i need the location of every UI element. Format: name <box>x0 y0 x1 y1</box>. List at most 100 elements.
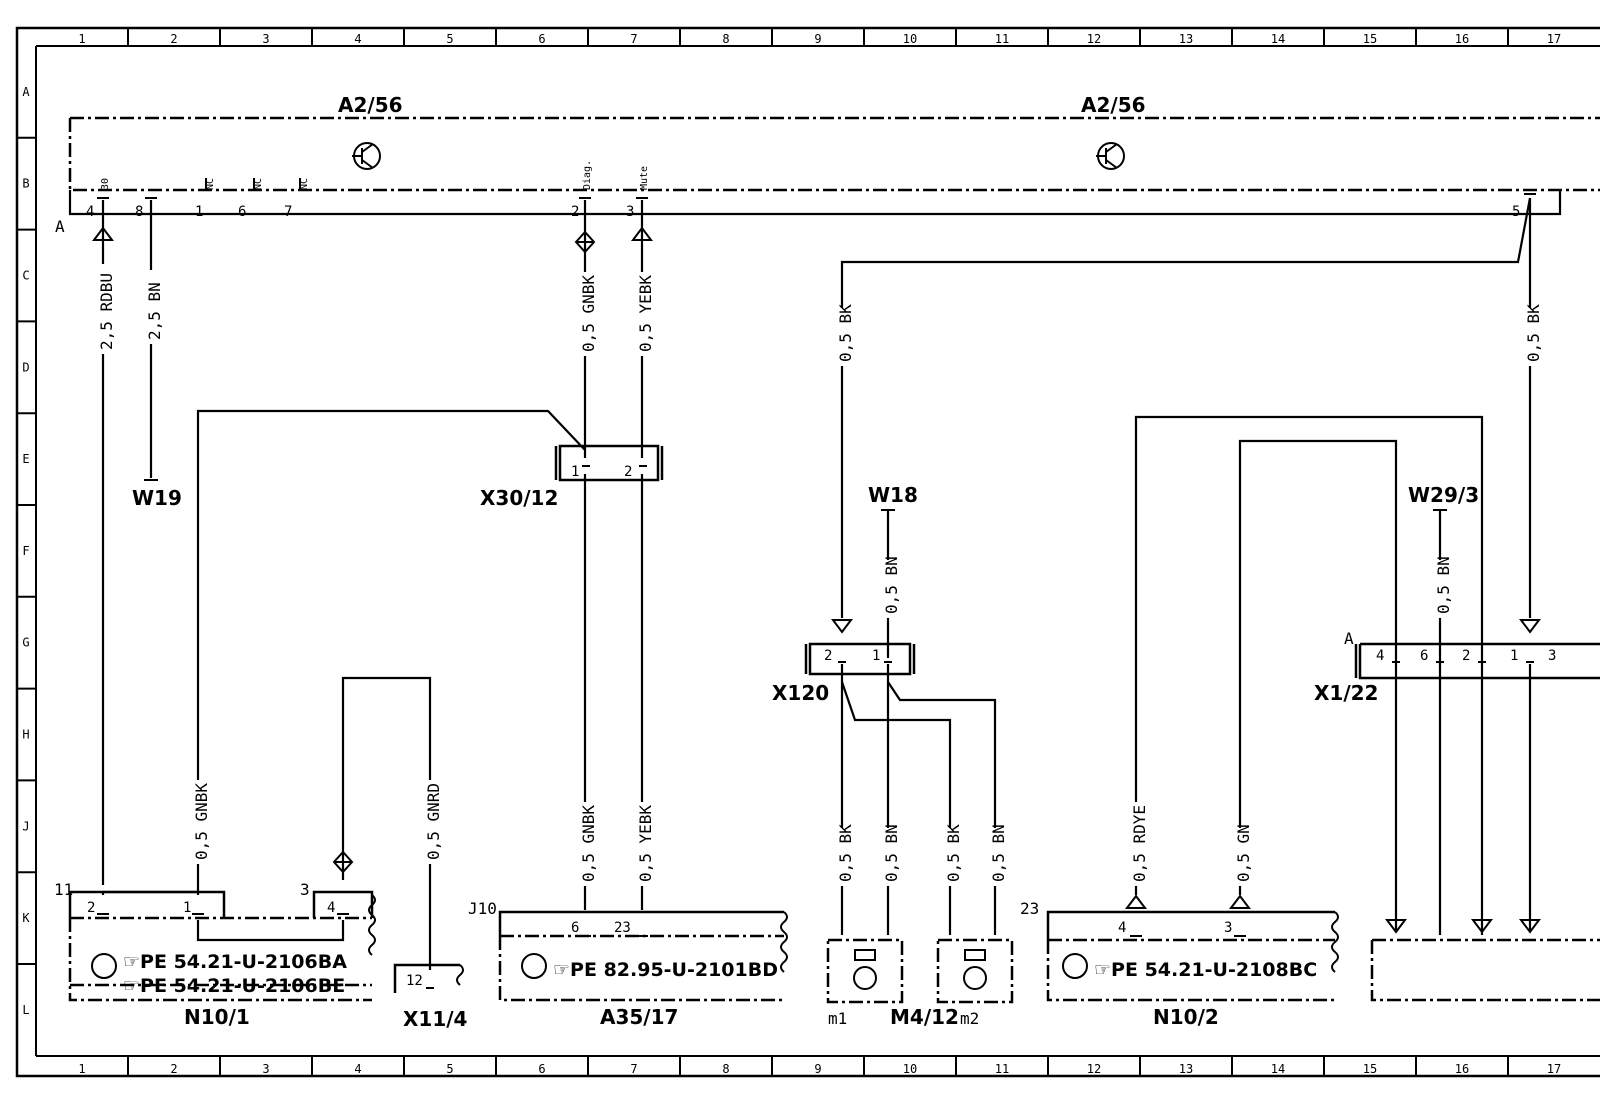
column-number: 1 <box>78 32 85 46</box>
pin-label: 1 <box>195 204 203 220</box>
pin-label: 6 <box>571 920 579 936</box>
row-letter: F <box>22 544 29 558</box>
column-number: 16 <box>1455 1062 1469 1076</box>
wire-label: 0,5 BK <box>944 824 963 886</box>
column-number: 3 <box>262 32 269 46</box>
label-m4-12: M4/12 <box>890 1005 959 1029</box>
wire-label: 0,5 GNRD <box>424 780 443 864</box>
svg-text:0,5 BK: 0,5 BK <box>836 824 855 882</box>
row-letter: B <box>22 177 29 191</box>
svg-text:0,5 GNBK: 0,5 GNBK <box>579 275 598 352</box>
signal-label: 30 <box>100 178 111 190</box>
label-a2-56-a: A <box>55 217 65 236</box>
label-x30-12: X30/12 <box>480 486 558 510</box>
wire-label: 2,5 RDBU <box>97 264 116 354</box>
label-n10-1: N10/1 <box>184 1005 250 1029</box>
reference-link[interactable]: ☞PE 54.21-U-2106BE <box>123 975 345 997</box>
wire-label: 0,5 GN <box>1234 824 1253 886</box>
column-number: 7 <box>630 1062 637 1076</box>
pin-label: 4 <box>327 900 335 916</box>
pin-label: 1 <box>872 648 880 664</box>
wire-label: 0,5 GNBK <box>192 780 211 864</box>
svg-text:2,5 RDBU: 2,5 RDBU <box>97 273 116 350</box>
reference-link[interactable]: ☞PE 82.95-U-2101BD <box>553 959 778 981</box>
column-number: 11 <box>995 1062 1009 1076</box>
column-number: 17 <box>1547 1062 1561 1076</box>
pin-label: J10 <box>468 899 497 918</box>
wires <box>68 116 1600 970</box>
column-number: 5 <box>446 1062 453 1076</box>
column-number: 9 <box>814 32 821 46</box>
wire-label: 0,5 BN <box>1434 556 1453 618</box>
reference-link[interactable]: ☞PE 54.21-U-2108BC <box>1094 959 1317 981</box>
svg-text:0,5 GN: 0,5 GN <box>1234 824 1253 882</box>
pin-label: 7 <box>284 204 292 220</box>
column-number: 12 <box>1087 32 1101 46</box>
svg-text:0,5 BN: 0,5 BN <box>882 824 901 882</box>
svg-text:0,5 YEBK: 0,5 YEBK <box>636 805 655 882</box>
column-number: 6 <box>538 32 545 46</box>
row-letter: D <box>22 360 29 374</box>
row-letter: A <box>22 85 30 99</box>
column-number: 13 <box>1179 32 1193 46</box>
row-letter: K <box>22 911 30 925</box>
label-a2-56-right: A2/56 <box>1081 93 1146 117</box>
signal-label: NC <box>205 178 216 190</box>
column-number: 13 <box>1179 1062 1193 1076</box>
pin-label: 11 <box>54 880 73 899</box>
symbols <box>91 142 1541 990</box>
pointing-hand-icon: ☞ <box>123 951 140 973</box>
row-letter: C <box>22 269 29 283</box>
pin-label: 5 <box>1512 204 1520 220</box>
column-number: 3 <box>262 1062 269 1076</box>
signal-label: Diag. <box>582 160 593 190</box>
wire-label: 0,5 BN <box>882 556 901 618</box>
pin-label: 23 <box>1020 899 1039 918</box>
pin-label: 4 <box>1376 648 1384 664</box>
svg-text:2,5 BN: 2,5 BN <box>145 282 164 340</box>
column-number: 8 <box>722 1062 729 1076</box>
label-x1-22: X1/22 <box>1314 681 1378 705</box>
reference-labels: ☞PE 54.21-U-2106BA ☞PE 54.21-U-2106BE ☞P… <box>123 951 1317 997</box>
pin-label: 2 <box>571 204 579 220</box>
frame <box>15 26 1600 1078</box>
row-letter: J <box>22 819 29 833</box>
label-x11-4: X11/4 <box>403 1007 467 1031</box>
wire-label: 0,5 YEBK <box>636 802 655 886</box>
pin-label: 3 <box>1548 648 1556 664</box>
label-m2: m2 <box>960 1009 979 1028</box>
wire-label: 0,5 GNBK <box>579 802 598 886</box>
svg-text:0,5 BK: 0,5 BK <box>944 824 963 882</box>
wire-label: 0,5 RDYE <box>1130 802 1149 886</box>
wire-label: 0,5 GNBK <box>579 272 598 356</box>
wire-label: 0,5 BN <box>989 824 1008 886</box>
pin-label: 3 <box>300 880 310 899</box>
label-n10-2: N10/2 <box>1153 1005 1219 1029</box>
column-number: 16 <box>1455 32 1469 46</box>
column-number: 10 <box>903 32 917 46</box>
label-a35-17: A35/17 <box>600 1005 678 1029</box>
pin-label: 3 <box>626 204 634 220</box>
column-number: 9 <box>814 1062 821 1076</box>
column-number: 17 <box>1547 32 1561 46</box>
pin-label: 6 <box>1420 648 1428 664</box>
label-w29-3: W29/3 <box>1408 483 1479 507</box>
pin-label: 4 <box>1118 920 1126 936</box>
pin-label: 2 <box>1462 648 1470 664</box>
pointing-hand-icon: ☞ <box>123 975 140 997</box>
column-number: 15 <box>1363 1062 1377 1076</box>
column-number: 12 <box>1087 1062 1101 1076</box>
column-number: 8 <box>722 32 729 46</box>
pin-label: 1 <box>571 464 579 480</box>
column-number: 1 <box>78 1062 85 1076</box>
svg-text:0,5 BN: 0,5 BN <box>882 556 901 614</box>
label-x120: X120 <box>772 681 829 705</box>
reference-link[interactable]: ☞PE 54.21-U-2106BA <box>123 951 347 973</box>
svg-text:0,5 GNRD: 0,5 GNRD <box>424 783 443 860</box>
pointing-hand-icon: ☞ <box>1094 959 1111 981</box>
svg-text:0,5 RDYE: 0,5 RDYE <box>1130 805 1149 882</box>
label-a2-56-left: A2/56 <box>338 93 403 117</box>
wire-label: 0,5 BK <box>836 824 855 886</box>
component-labels: A2/56 A2/56 A W19 X30/12 W18 W29/3 X120 … <box>55 93 1479 1031</box>
